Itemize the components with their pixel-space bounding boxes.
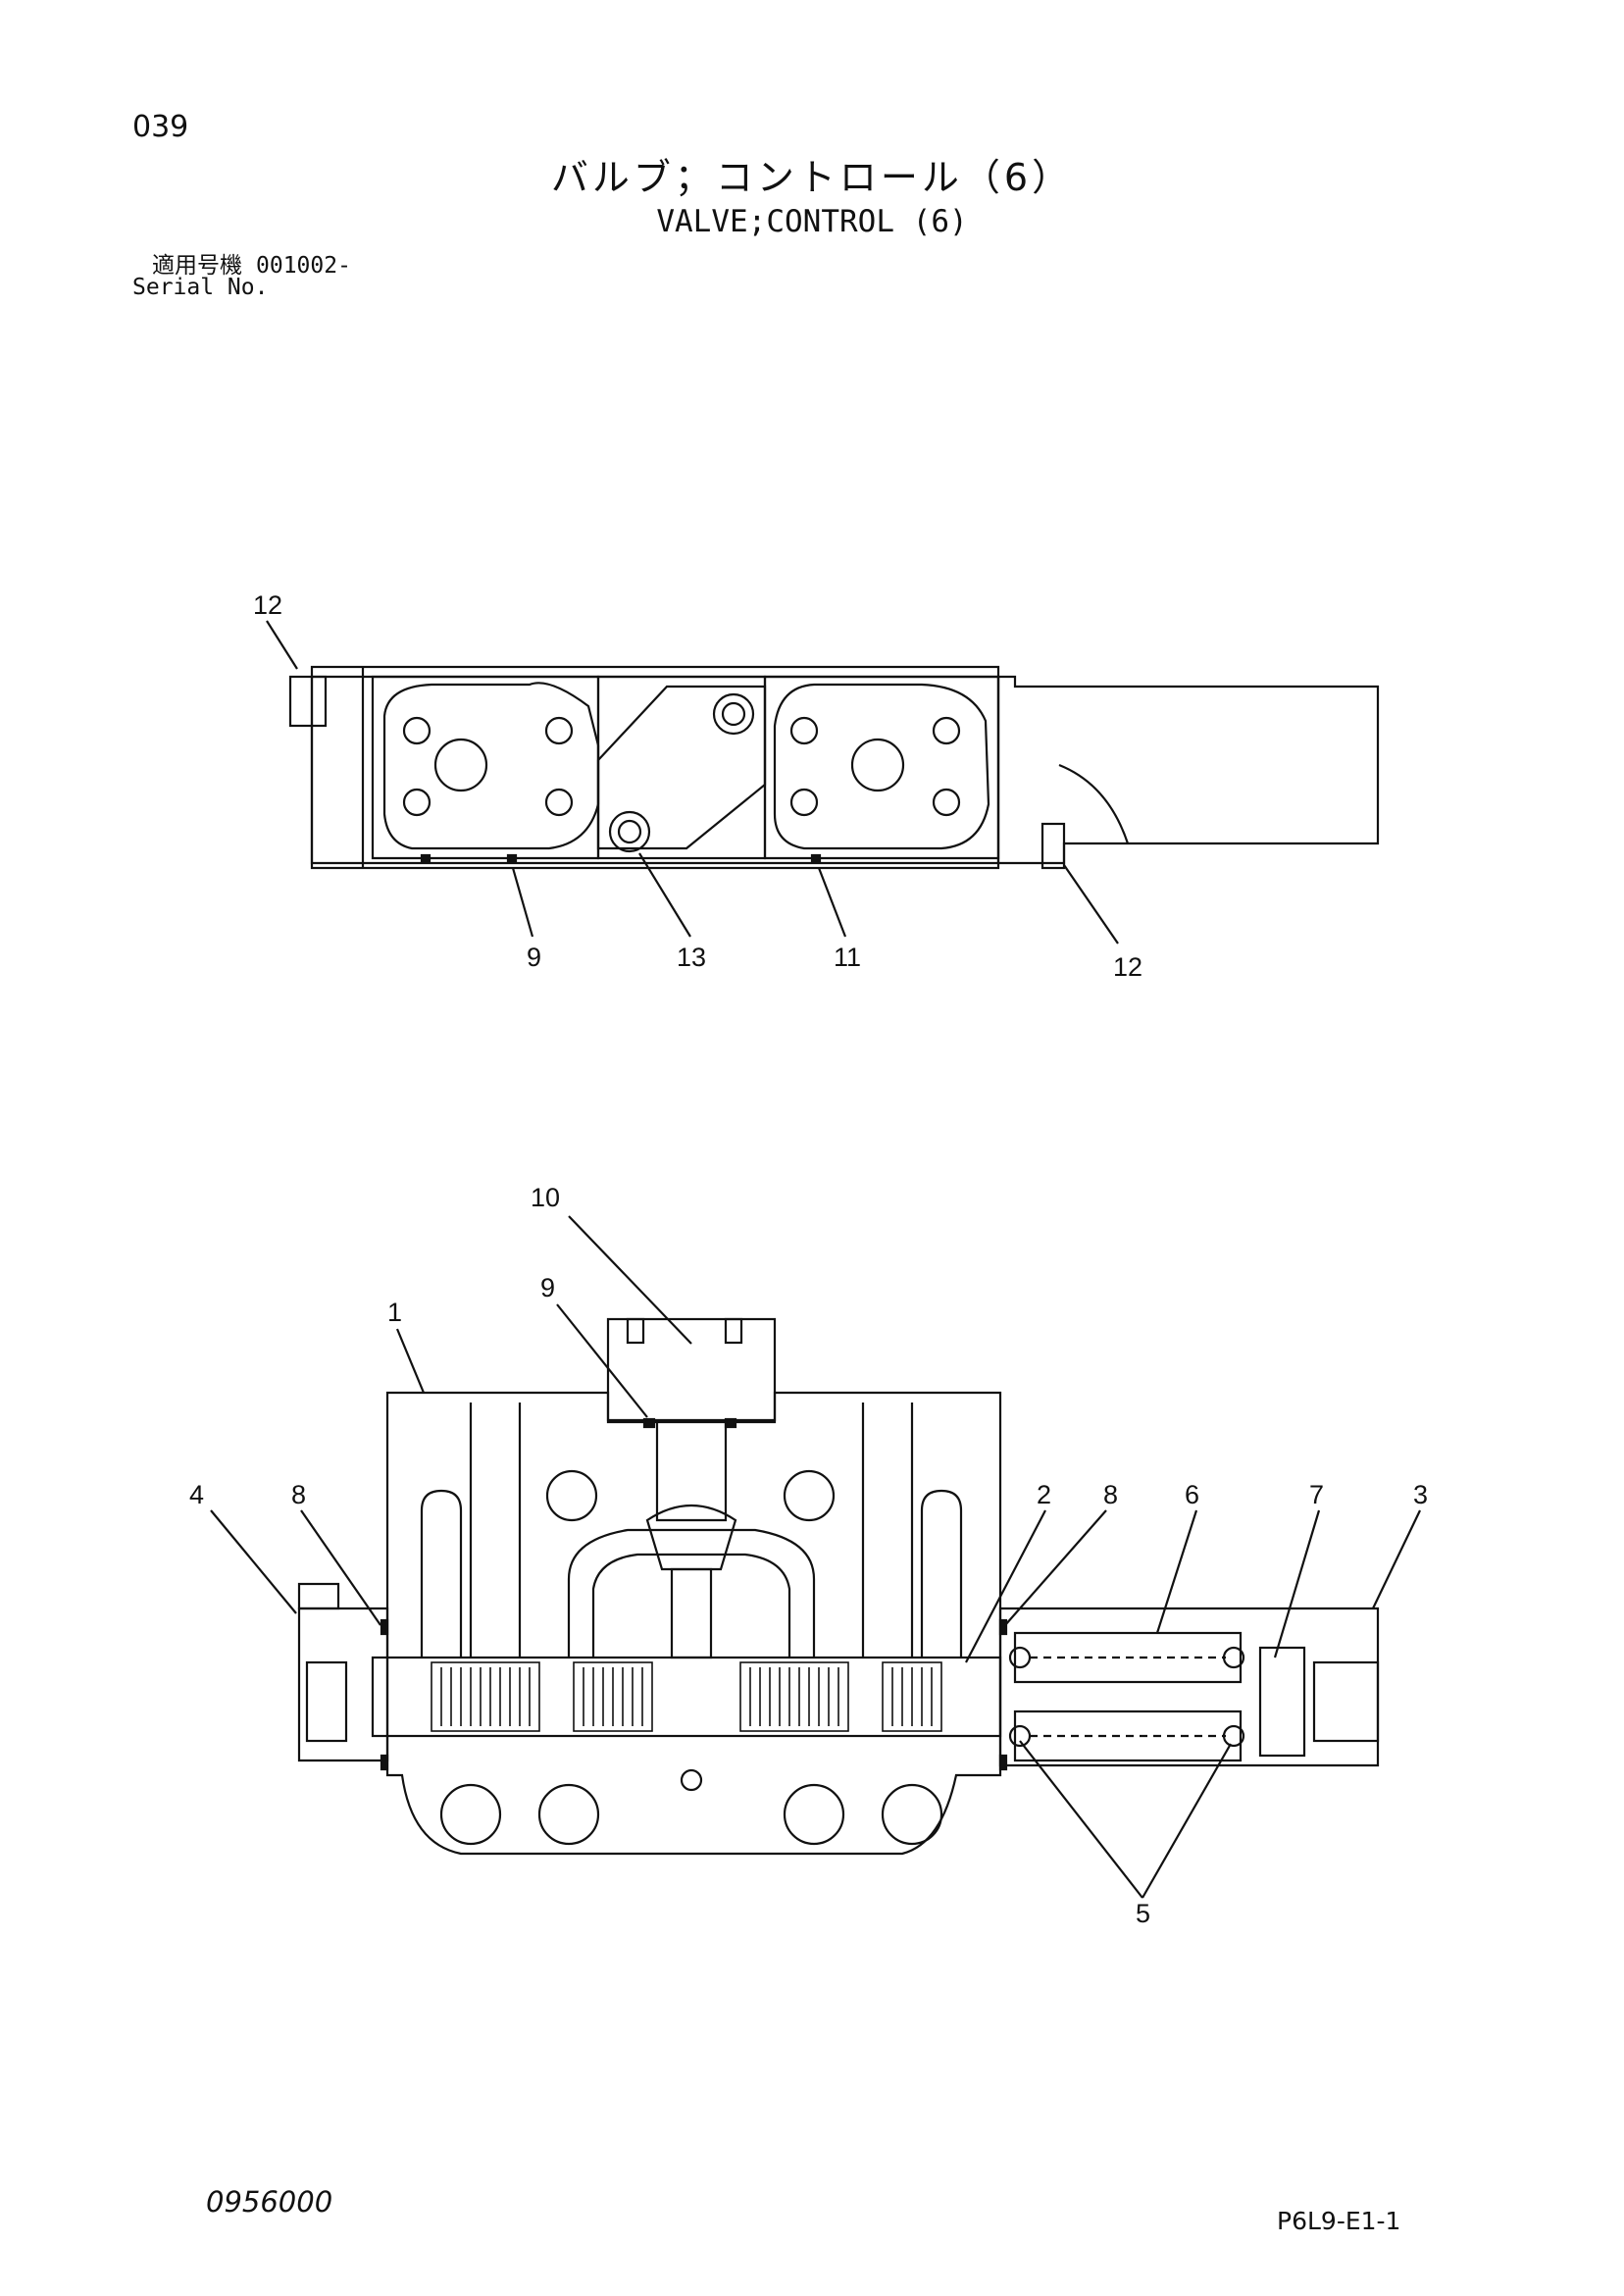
spool-bore — [371, 1656, 1002, 1738]
top-end-cap-left — [288, 675, 328, 728]
callout-5: 5 — [1136, 1899, 1150, 1928]
callout-9-top: 9 — [527, 943, 541, 972]
callout-8-left: 8 — [291, 1480, 306, 1509]
callout-4: 4 — [189, 1480, 204, 1509]
spring-lower — [1013, 1709, 1243, 1762]
callout-2: 2 — [1037, 1480, 1051, 1509]
title-english: VALVE;CONTROL (6) — [656, 204, 968, 239]
title-japanese: バルブ；コントロール（6） — [550, 156, 1074, 199]
callout-6: 6 — [1185, 1480, 1199, 1509]
top-body — [310, 665, 1000, 870]
callout-13: 13 — [677, 943, 706, 972]
section-body — [385, 1391, 1002, 1856]
serial-label-en: Serial No. — [132, 275, 269, 300]
section-stem — [655, 1422, 728, 1522]
callout-9-bottom: 9 — [540, 1273, 555, 1302]
callout-3: 3 — [1413, 1480, 1428, 1509]
section-top-block — [606, 1317, 777, 1424]
top-center-section — [596, 675, 767, 860]
callout-7: 7 — [1309, 1480, 1324, 1509]
top-plug-upper — [712, 692, 755, 736]
drawing-code-left: 0956000 — [206, 2185, 333, 2219]
callout-12-top-right: 12 — [1113, 952, 1142, 982]
drawing-code-right: P6L9-E1-1 — [1277, 2207, 1401, 2235]
serial-value: 001002- — [256, 253, 351, 279]
valve-top-view — [266, 620, 1380, 944]
serial-block: 適用号機 001002- Serial No. — [132, 253, 351, 300]
top-port-right — [850, 738, 905, 792]
top-cover-plate-right — [763, 675, 1000, 860]
callout-12-top-left: 12 — [253, 590, 282, 620]
serial-label-ja: 適用号機 — [152, 253, 242, 279]
top-plug-lower — [608, 810, 651, 853]
valve-section-view — [210, 1215, 1421, 1899]
callout-11: 11 — [834, 943, 861, 972]
spool-lands — [431, 1661, 942, 1732]
section-cap-left — [297, 1607, 389, 1762]
spring-upper — [1013, 1631, 1243, 1684]
top-port-left — [433, 738, 488, 792]
callout-1: 1 — [387, 1298, 402, 1327]
callout-8-right: 8 — [1103, 1480, 1118, 1509]
page-number: 039 — [132, 110, 189, 144]
top-end-cap-right — [1040, 822, 1066, 870]
callout-10: 10 — [531, 1183, 560, 1212]
top-housing — [310, 675, 1380, 865]
